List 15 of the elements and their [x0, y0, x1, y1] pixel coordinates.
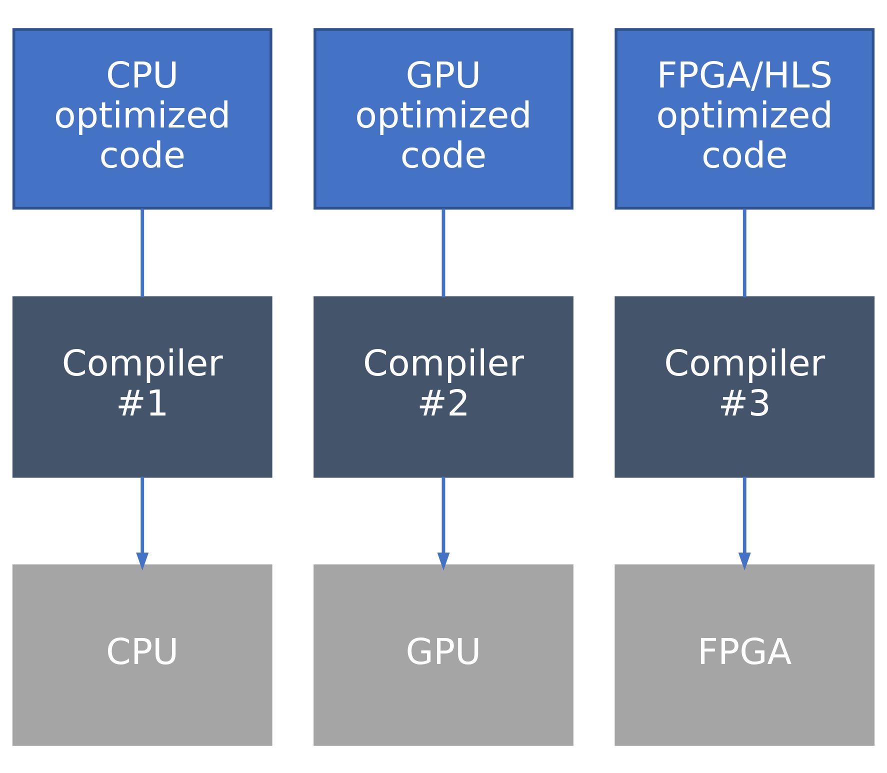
node-box: Compiler #3: [614, 296, 875, 478]
connector: [442, 208, 446, 297]
node-box: CPU: [12, 564, 272, 746]
node-box: FPGA: [614, 564, 875, 746]
node-box: FPGA/HLS optimized code: [614, 28, 875, 210]
arrow: [738, 476, 751, 570]
node-box: GPU: [314, 564, 574, 746]
node-box: CPU optimized code: [12, 28, 272, 210]
node-box: Compiler #2: [314, 296, 574, 478]
connector: [742, 208, 746, 297]
arrow: [136, 476, 149, 570]
connector: [140, 208, 144, 297]
arrow: [437, 476, 450, 570]
node-box: Compiler #1: [12, 296, 272, 478]
node-box: GPU optimized code: [314, 28, 574, 210]
